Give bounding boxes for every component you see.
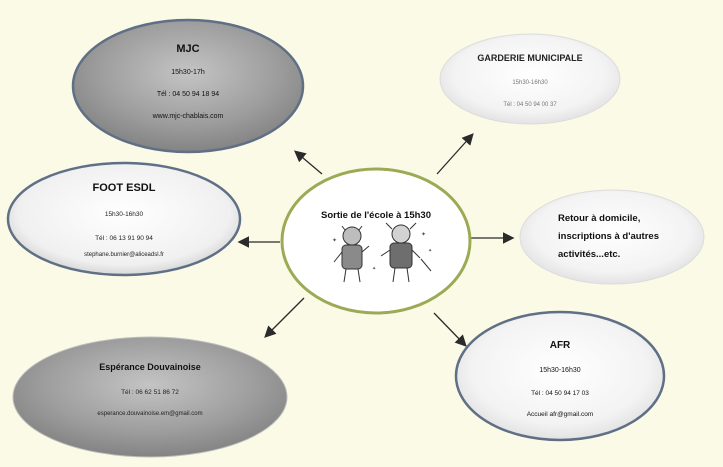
retour-line-3: activités...etc. [558, 249, 620, 260]
svg-text:✦: ✦ [428, 248, 432, 254]
node-center: Sortie de l'école à 15h30 ✦ ✦ ✦ ✦ [280, 167, 472, 315]
arrow-to-mjc [294, 150, 323, 175]
svg-text:✦: ✦ [332, 237, 337, 244]
mjc-phone: Tél : 04 50 94 18 94 [157, 91, 219, 98]
node-afr: AFR 15h30-16h30 Tél : 04 50 94 17 03 Acc… [454, 310, 666, 442]
svg-text:✦: ✦ [421, 231, 426, 238]
children-kids-illustration: ✦ ✦ ✦ ✦ [332, 222, 432, 283]
afr-phone: Tél : 04 50 94 17 03 [531, 390, 589, 397]
retour-line-1: Retour à domicile, [558, 213, 640, 224]
mjc-website: www.mjc-chablais.com [152, 113, 224, 120]
garderie-hours: 15h30-16h30 [512, 80, 548, 86]
svg-text:✦: ✦ [372, 266, 376, 272]
arrow-to-garderie [436, 133, 474, 175]
garderie-title: GARDERIE MUNICIPALE [477, 53, 582, 63]
node-garderie: GARDERIE MUNICIPALE 15h30-16h30 Tél : 04… [439, 33, 621, 125]
node-retour-domicile: Retour à domicile, inscriptions à d'autr… [519, 189, 705, 285]
arrows [237, 133, 515, 347]
foot-phone: Tél : 06 13 91 90 94 [95, 235, 153, 242]
node-mjc: MJC 15h30-17h Tél : 04 50 94 18 94 www.m… [71, 18, 305, 154]
afr-title: AFR [550, 340, 571, 351]
node-foot-esdl: FOOT ESDL 15h30-16h30 Tél : 06 13 91 90 … [6, 161, 242, 277]
foot-hours: 15h30-16h30 [105, 211, 144, 218]
esperance-email: esperance.douvainoise.em@gmail.com [97, 411, 202, 417]
afr-email: Accueil afr@gmail.com [527, 411, 594, 418]
garderie-phone: Tél : 04 50 94 00 37 [503, 102, 557, 108]
foot-email: stephane.burnier@aliceadsl.fr [84, 252, 164, 258]
arrow-to-esperance [264, 297, 305, 338]
mjc-hours: 15h30-17h [171, 69, 205, 76]
foot-title: FOOT ESDL [93, 182, 156, 194]
afr-hours: 15h30-16h30 [539, 367, 580, 374]
arrow-to-afr [433, 312, 467, 347]
node-esperance-douvainoise: Espérance Douvainoise Tél : 06 62 51 86 … [12, 336, 288, 458]
esperance-title: Espérance Douvainoise [99, 362, 201, 372]
esperance-phone: Tél : 06 62 51 86 72 [121, 389, 179, 396]
center-title: Sortie de l'école à 15h30 [321, 210, 431, 221]
mjc-title: MJC [176, 43, 199, 55]
retour-line-2: inscriptions à d'autres [558, 231, 659, 242]
